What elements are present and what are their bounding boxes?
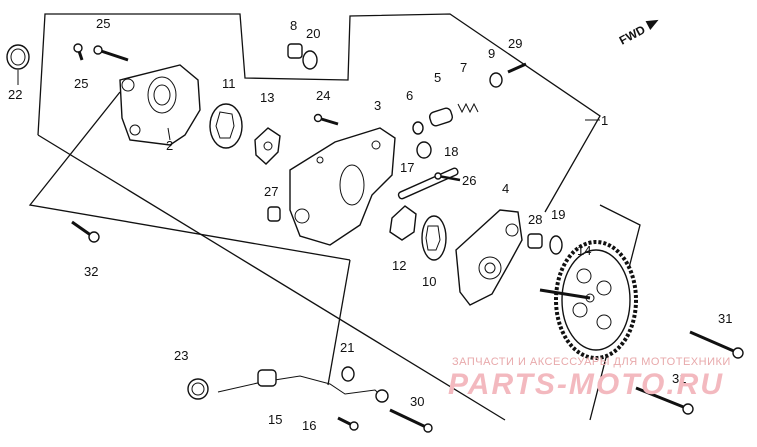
fwd-label: FWD xyxy=(617,22,648,47)
callout-25-top: 25 xyxy=(96,16,110,31)
bolt-25a xyxy=(93,45,129,62)
dowel-pin-8 xyxy=(287,43,303,59)
o-ring-21 xyxy=(341,366,355,382)
bottom-frame-line xyxy=(37,134,506,421)
oil-pipe-15 xyxy=(217,369,389,403)
collar-27 xyxy=(267,206,281,222)
callout-13: 13 xyxy=(260,90,274,105)
bolt-25b xyxy=(73,43,84,61)
outer-rotor-11 xyxy=(209,103,243,149)
callout-25-bottom: 25 xyxy=(74,76,88,91)
bolt-26 xyxy=(434,172,461,182)
callout-14: 14 xyxy=(577,243,591,258)
relief-valve-5 xyxy=(428,107,454,127)
callout-2: 2 xyxy=(166,138,173,153)
bolt-24 xyxy=(313,113,339,126)
upper-frame-line xyxy=(37,13,601,213)
callout-12: 12 xyxy=(392,258,406,273)
o-ring-20 xyxy=(302,50,318,70)
sprocket-14 xyxy=(539,240,638,360)
bolt-16 xyxy=(337,416,359,431)
pump-housing-4 xyxy=(455,209,523,306)
outer-rotor-10 xyxy=(421,215,447,261)
callout-29: 29 xyxy=(508,36,522,51)
callout-26: 26 xyxy=(462,173,476,188)
inner-rotor-12 xyxy=(389,205,417,241)
callout-21: 21 xyxy=(340,340,354,355)
callout-24: 24 xyxy=(316,88,330,103)
watermark-logo: PARTS-MOTO.RU xyxy=(448,368,724,401)
watermark-caption: ЗАПЧАСТИ И АКСЕССУАРЫ ДЛЯ МОТОТЕХНИКИ xyxy=(452,356,731,368)
callout-11: 11 xyxy=(222,76,236,91)
bolt-32 xyxy=(71,220,100,243)
callout-5: 5 xyxy=(434,70,441,85)
left-frame-line xyxy=(28,91,351,261)
spring-7 xyxy=(457,102,479,114)
callout-23: 23 xyxy=(174,348,188,363)
o-ring-22 xyxy=(6,44,30,70)
bolt-31a xyxy=(689,330,744,359)
callout-17: 17 xyxy=(400,160,414,175)
callout-10: 10 xyxy=(422,274,436,289)
callout-28: 28 xyxy=(528,212,542,227)
plug-18 xyxy=(416,141,432,159)
dowel-28 xyxy=(527,233,543,249)
fwd-arrow-icon: FWD xyxy=(617,19,659,48)
callout-15: 15 xyxy=(268,412,282,427)
bolt-30 xyxy=(389,408,433,433)
callout-32: 32 xyxy=(84,264,98,279)
callout-18: 18 xyxy=(444,144,458,159)
callout-9: 9 xyxy=(488,46,495,61)
callout-3: 3 xyxy=(374,98,381,113)
callout-4: 4 xyxy=(502,181,509,196)
callout-31-bottom: 31 xyxy=(672,371,686,386)
washer-6 xyxy=(412,121,424,135)
callout-1: 1 xyxy=(601,113,608,128)
callout-31-top: 31 xyxy=(718,311,732,326)
callout-27: 27 xyxy=(264,184,278,199)
callout-16: 16 xyxy=(302,418,316,433)
o-ring-19 xyxy=(549,235,563,255)
callout-8: 8 xyxy=(290,18,297,33)
callout-19: 19 xyxy=(551,207,565,222)
pin-29 xyxy=(507,62,527,74)
callout-6: 6 xyxy=(406,88,413,103)
pump-cover-2 xyxy=(119,64,201,146)
inner-rotor-13 xyxy=(254,127,281,165)
o-ring-23 xyxy=(187,378,209,400)
cap-9 xyxy=(489,72,503,88)
center-frame-line xyxy=(327,259,351,386)
callout-7: 7 xyxy=(460,60,467,75)
bolt-31b xyxy=(635,386,694,415)
callout-20: 20 xyxy=(306,26,320,41)
callout-30: 30 xyxy=(410,394,424,409)
pump-body-3 xyxy=(289,127,396,246)
callout-22: 22 xyxy=(8,87,22,102)
